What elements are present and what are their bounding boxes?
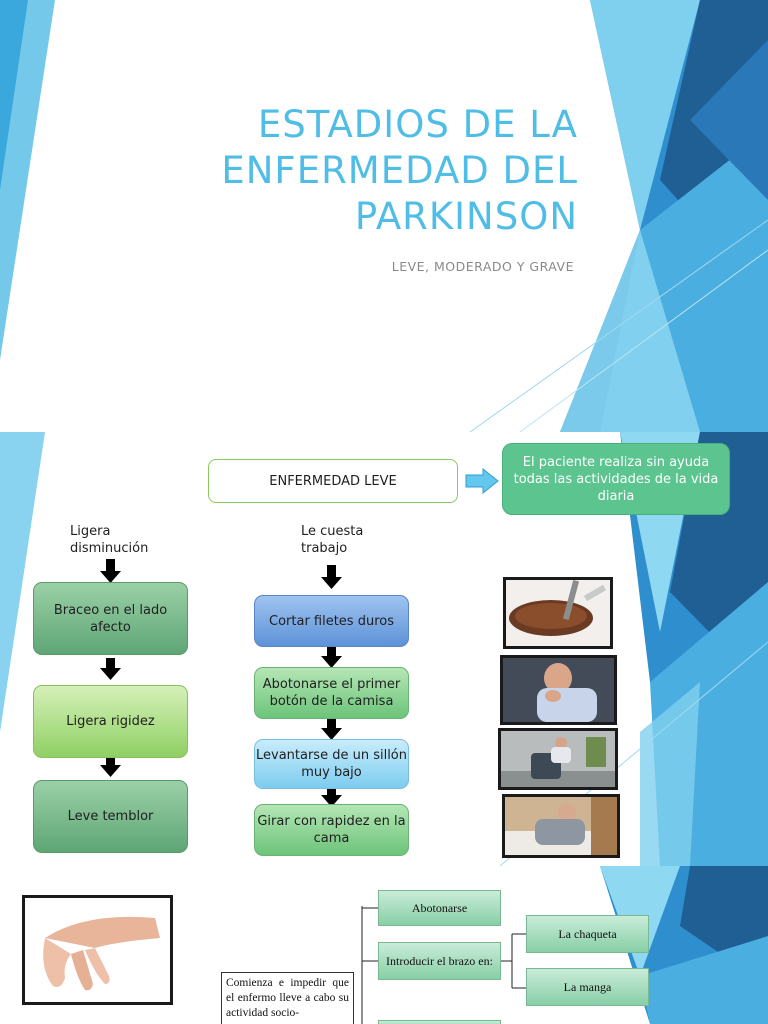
title-slide: ESTADIOS DE LA ENFERMEDAD DEL PARKINSON … [0, 0, 768, 432]
down-arrow-icon [321, 565, 342, 589]
step-turn-in-bed: Girar con rapidez en la cama [254, 804, 409, 856]
step-arm-swing: Braceo en el lado afecto [33, 582, 188, 655]
blue-facets-decoration [0, 432, 768, 866]
down-arrow-icon [100, 658, 121, 680]
title-line-3: PARKINSON [354, 195, 578, 238]
step-rise-from-chair: Levantarse de un sillón muy bajo [254, 739, 409, 789]
right-arrow-icon [465, 468, 499, 494]
tree-leaf-jacket: La chaqueta [526, 915, 649, 953]
tree-connectors [361, 906, 526, 1024]
step-cut-steaks: Cortar filetes duros [254, 595, 409, 647]
step-button-shirt: Abotonarse el primer botón de la camisa [254, 667, 409, 719]
mild-stage-slide: ENFERMEDAD LEVE El paciente realiza sin … [0, 432, 768, 866]
man-in-bed-photo [502, 794, 620, 858]
down-arrow-icon [321, 646, 342, 668]
tree-node-button-up: Abotonarse [378, 890, 501, 926]
left-column-label: Ligera disminución [70, 524, 149, 556]
middle-column-label: Le cuesta trabajo [301, 524, 364, 556]
description-paragraph: Comienza e impedir que el enfermo lleve … [221, 972, 354, 1024]
flow-arrows [100, 559, 342, 807]
down-arrow-icon [321, 718, 342, 740]
man-rising-from-chair-photo [498, 728, 618, 790]
stage-header-box: ENFERMEDAD LEVE [208, 459, 458, 503]
tree-node-partial [378, 1020, 501, 1024]
step-mild-rigidity: Ligera rigidez [33, 685, 188, 758]
tree-node-insert-arm: Introducir el brazo en: [378, 942, 501, 980]
down-arrow-icon [100, 755, 121, 777]
moderate-stage-slide: Comienza e impedir que el enfermo lleve … [0, 866, 768, 1024]
man-dressing-photo [500, 655, 617, 725]
down-arrow-icon [321, 785, 342, 807]
slide-subtitle: LEVE, MODERADO Y GRAVE [391, 259, 574, 274]
slide-title: ESTADIOS DE LA ENFERMEDAD DEL PARKINSON [221, 102, 578, 240]
blue-facets-decoration [0, 0, 768, 432]
steak-photo [503, 577, 613, 649]
down-arrow-icon [100, 559, 121, 583]
step-mild-tremor: Leve temblor [33, 780, 188, 853]
hand-tremor-photo [22, 895, 173, 1005]
title-line-1: ESTADIOS DE LA [257, 103, 578, 146]
tree-leaf-sleeve: La manga [526, 968, 649, 1006]
title-line-2: ENFERMEDAD DEL [221, 149, 578, 192]
description-box: El paciente realiza sin ayuda todas las … [502, 443, 730, 515]
